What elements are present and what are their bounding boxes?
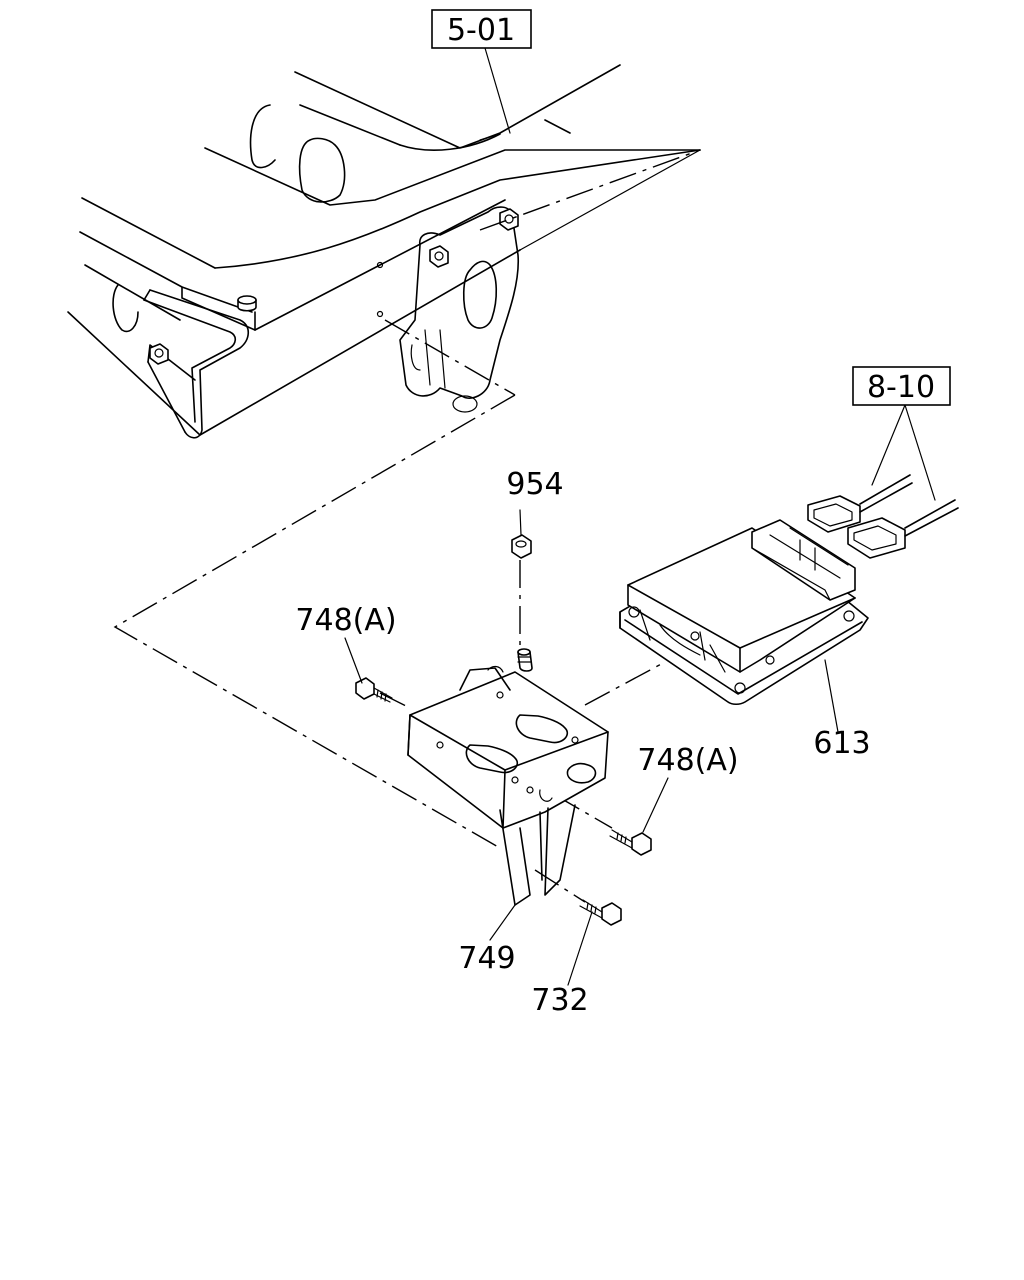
part-label-bolt-upper: 748(A) bbox=[295, 603, 396, 638]
bracket-749 bbox=[407, 648, 609, 906]
assembly-reference-lines bbox=[113, 149, 701, 903]
ref-label-harness: 8-10 bbox=[867, 370, 935, 405]
leader-lines bbox=[344, 47, 936, 986]
nut-954 bbox=[511, 534, 532, 559]
ref-box-frame: 5-01 bbox=[431, 9, 532, 49]
ref-label-frame: 5-01 bbox=[447, 13, 515, 48]
part-label-controller: 613 bbox=[813, 726, 870, 761]
harness-connectors bbox=[807, 474, 959, 559]
part-label-nut: 954 bbox=[506, 467, 563, 502]
part-label-bracket: 749 bbox=[458, 941, 515, 976]
bolt-748a-upper bbox=[355, 677, 393, 703]
part-label-bolt-right: 748(A) bbox=[637, 743, 738, 778]
part-label-bolt-lower: 732 bbox=[531, 983, 588, 1018]
bolt-748a-right bbox=[609, 829, 652, 856]
controller-613 bbox=[619, 519, 869, 706]
frame-assembly bbox=[67, 64, 701, 439]
ref-box-harness: 8-10 bbox=[852, 366, 951, 406]
bolt-732 bbox=[579, 899, 622, 926]
